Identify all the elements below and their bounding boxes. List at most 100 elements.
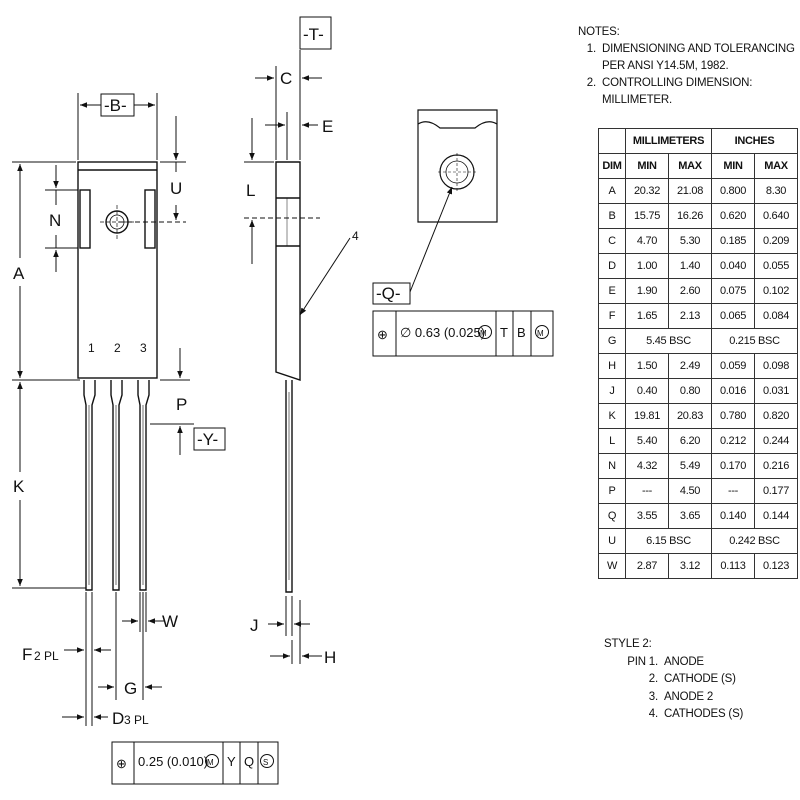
fcf-bottom-modifier-2: S — [263, 758, 268, 767]
table-cell: 3.55 — [625, 503, 669, 529]
table-cell: C — [598, 228, 626, 254]
fcf-bottom-value: 0.25 (0.010) — [138, 754, 208, 769]
table-cell: 0.031 — [754, 378, 798, 404]
table-group-header-row: MILLIMETERS INCHES — [598, 128, 798, 154]
table-cell: 0.640 — [754, 203, 798, 229]
note-item: 2. CONTROLLING DIMENSION: MILLIMETER. — [578, 75, 798, 109]
side-body — [275, 161, 301, 381]
table-cell: 8.30 — [754, 178, 798, 204]
table-cell: 19.81 — [625, 403, 669, 429]
table-cell: 0.075 — [711, 278, 755, 304]
table-cell: 5.49 — [668, 453, 712, 479]
notes-block: NOTES: 1. DIMENSIONING AND TOLERANCING P… — [578, 24, 798, 109]
table-cell: 0.40 — [625, 378, 669, 404]
table-cell: 20.32 — [625, 178, 669, 204]
table-cell: W — [598, 553, 626, 579]
left-notch — [79, 189, 91, 249]
table-cell: 16.26 — [668, 203, 712, 229]
table-cell: P — [598, 478, 626, 504]
dimension-c — [255, 66, 322, 160]
dimension-u — [119, 116, 186, 223]
fcf-top-datum-1: T — [500, 325, 508, 340]
table-cell: 0.242 BSC — [711, 528, 798, 554]
table-cell: G — [598, 328, 626, 354]
dim-a-label: A — [13, 264, 25, 283]
table-cell: 0.098 — [754, 353, 798, 379]
header-mm-max: MAX — [668, 153, 712, 179]
table-cell: 2.60 — [668, 278, 712, 304]
feature-control-frame-bottom — [111, 741, 279, 785]
feature-control-frame-top — [372, 310, 554, 357]
table-cell: 0.170 — [711, 453, 755, 479]
table-cell: A — [598, 178, 626, 204]
pin-assignment-name: CATHODE (S) — [664, 673, 736, 685]
callout-4-leader — [299, 237, 351, 316]
side-lead — [285, 380, 293, 593]
dimension-e — [265, 112, 318, 160]
right-notch — [144, 189, 156, 249]
table-cell: 6.20 — [668, 428, 712, 454]
dim-w-label: W — [162, 612, 178, 631]
dim-h-label: H — [324, 648, 336, 667]
pin-assignment-number: 4. — [648, 708, 658, 720]
table-cell: 1.65 — [625, 303, 669, 329]
table-cell: 0.780 — [711, 403, 755, 429]
dim-n-label: N — [49, 211, 61, 230]
table-cell: 0.059 — [711, 353, 755, 379]
header-dim: DIM — [598, 153, 626, 179]
pin-assignment-number: 2. — [648, 673, 658, 685]
leads — [83, 380, 150, 591]
dim-k-label: K — [13, 477, 25, 496]
table-cell: 0.800 — [711, 178, 755, 204]
table-cell: 0.140 — [711, 503, 755, 529]
fcf-top-modifier-1: M — [480, 329, 487, 338]
datum-b-label: -B- — [104, 96, 127, 115]
header-millimeters: MILLIMETERS — [625, 128, 712, 154]
dim-c-label: C — [280, 69, 292, 88]
table-cell: 2.87 — [625, 553, 669, 579]
table-cell: 2.49 — [668, 353, 712, 379]
table-cell: 6.15 BSC — [625, 528, 712, 554]
fcf-bottom-modifier-1: M — [207, 758, 214, 767]
table-sub-header-row: DIM MIN MAX MIN MAX — [598, 153, 798, 179]
pin-number-3: 3 — [140, 341, 147, 355]
pin-assignment-name: ANODE — [664, 655, 704, 668]
dim-f-pl: 2 PL — [34, 649, 59, 663]
table-cell: 0.212 — [711, 428, 755, 454]
note-number: 2. — [586, 77, 596, 89]
dimension-h — [270, 600, 322, 664]
note-text: CONTROLLING DIMENSION: MILLIMETER. — [602, 77, 753, 106]
fcf-bottom-datum-1: Y — [227, 754, 236, 769]
datum-y-label: -Y- — [197, 430, 218, 449]
table-cell: E — [598, 278, 626, 304]
dim-f-label: F — [22, 645, 32, 664]
table-cell: L — [598, 428, 626, 454]
dimension-a-k — [12, 161, 86, 589]
table-cell: 15.75 — [625, 203, 669, 229]
table-cell: 0.80 — [668, 378, 712, 404]
table-cell: 1.90 — [625, 278, 669, 304]
table-cell: 4.70 — [625, 228, 669, 254]
pin-assignment-number: PIN 1. — [627, 655, 658, 668]
table-cell: 0.065 — [711, 303, 755, 329]
dim-g-label: G — [124, 679, 137, 698]
table-cell: J — [598, 378, 626, 404]
table-cell: 0.620 — [711, 203, 755, 229]
table-cell: 5.45 BSC — [625, 328, 712, 354]
table-cell: 0.177 — [754, 478, 798, 504]
table-row: P---4.50---0.177 — [598, 478, 798, 504]
table-cell: Q — [598, 503, 626, 529]
dim-p-label: P — [176, 395, 187, 414]
table-cell: 3.65 — [668, 503, 712, 529]
fcf-top-symbol: ⊕ — [377, 327, 388, 342]
